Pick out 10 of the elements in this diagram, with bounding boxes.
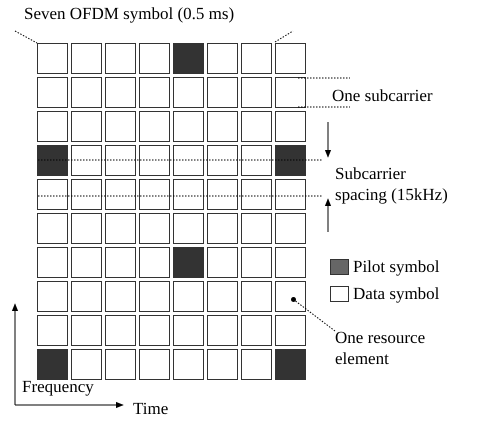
- legend-label: Pilot symbol: [353, 256, 440, 277]
- dimension-label: Subcarrier spacing (15kHz): [335, 163, 449, 205]
- axis-label: Time: [133, 398, 168, 419]
- dimension-label: Seven OFDM symbol (0.5 ms): [24, 3, 234, 24]
- resource-element: [275, 281, 306, 312]
- axis-label: Frequency: [22, 376, 94, 397]
- dimension-label: One subcarrier: [332, 85, 433, 106]
- legend-label: Data symbol: [353, 283, 440, 304]
- leader-line: [291, 297, 336, 332]
- callout-text: One resource element: [335, 327, 426, 369]
